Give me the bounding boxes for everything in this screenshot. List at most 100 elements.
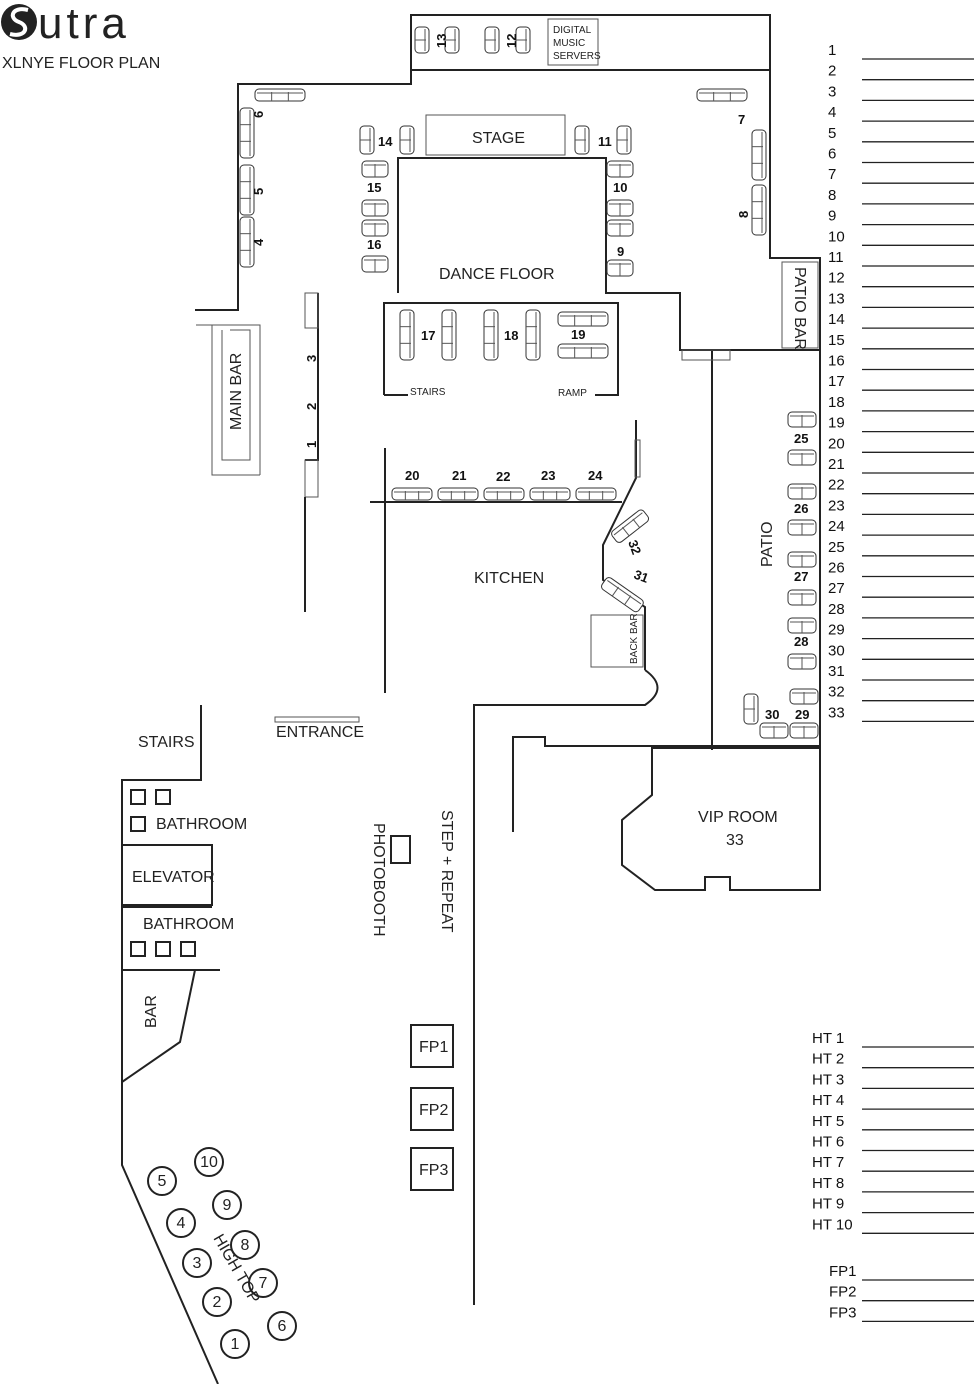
couch: [606, 160, 634, 178]
couch: [787, 617, 817, 634]
svg-text:9: 9: [828, 208, 836, 225]
couch: [254, 88, 306, 102]
couch: [696, 88, 748, 102]
couch: [759, 722, 789, 739]
couch: [359, 125, 375, 155]
ht-list-row: HT 4: [812, 1092, 974, 1110]
table-list-row: 30: [828, 642, 974, 660]
svg-text:HT 6: HT 6: [812, 1134, 844, 1151]
couch: [399, 309, 415, 361]
main-bar-station-1: 1: [304, 441, 319, 448]
high-top-5: 5: [147, 1166, 177, 1196]
label-entrance: ENTRANCE: [276, 724, 364, 741]
svg-text:5: 5: [828, 125, 836, 142]
svg-text:12: 12: [828, 270, 845, 287]
table-number-22: 22: [496, 469, 510, 484]
stage: [425, 114, 566, 156]
couch: [239, 107, 255, 159]
label-elevator: ELEVATOR: [132, 869, 215, 886]
svg-text:3: 3: [193, 1255, 202, 1272]
svg-text:HT 8: HT 8: [812, 1175, 844, 1192]
table-list-row: 17: [828, 373, 974, 391]
table-list-row: 2: [828, 63, 974, 81]
svg-text:14: 14: [828, 311, 845, 328]
page-subtitle: XLNYE FLOOR PLAN: [2, 55, 160, 72]
table-number-13: 13: [434, 34, 449, 48]
svg-text:9: 9: [223, 1197, 232, 1214]
label-vip-room: VIP ROOM: [698, 809, 778, 826]
table-number-19: 19: [571, 327, 585, 342]
svg-text:10: 10: [200, 1154, 218, 1171]
table-list-row: 28: [828, 601, 974, 619]
couch: [239, 216, 255, 268]
svg-text:33: 33: [828, 704, 845, 721]
svg-text:HT 9: HT 9: [812, 1196, 844, 1213]
table-list-row: 33: [828, 704, 974, 723]
svg-text:20: 20: [828, 435, 845, 452]
label-kitchen: KITCHEN: [474, 570, 544, 587]
couch: [575, 487, 617, 501]
high-top-10: 10: [194, 1147, 224, 1177]
couch: [437, 487, 479, 501]
couch: [787, 411, 817, 428]
couch: [361, 255, 389, 273]
sutra-logo: utra: [1, 0, 126, 48]
couch: [787, 551, 817, 568]
table-list-row: 6: [828, 146, 974, 164]
main-bar-station-3: 3: [304, 355, 319, 362]
couch: [787, 483, 817, 500]
fp-box-2: FP2: [410, 1087, 454, 1131]
walls: [121, 14, 821, 1384]
couch: [787, 519, 817, 536]
couch: [484, 26, 500, 54]
table-list-row: 20: [828, 435, 974, 453]
svg-text:5: 5: [158, 1173, 167, 1190]
couch: [616, 125, 632, 155]
fp-box-1: FP1: [410, 1024, 454, 1068]
table-number-4: 4: [251, 238, 266, 246]
ht-list-row: HT 1: [812, 1030, 974, 1048]
label-servers: SERVERS: [553, 51, 601, 62]
couch: [789, 688, 819, 705]
svg-text:2: 2: [828, 63, 836, 80]
svg-text:FP1: FP1: [419, 1039, 448, 1056]
couch: [391, 487, 433, 501]
table-list-row: 22: [828, 477, 974, 495]
assignment-lists: 1234567891011121314151617181920212223242…: [812, 42, 974, 1323]
table-number-16: 16: [367, 237, 381, 252]
svg-text:21: 21: [828, 456, 845, 473]
high-top-2: 2: [202, 1287, 232, 1317]
table-list-row: 10: [828, 228, 974, 246]
table-number-28: 28: [794, 634, 808, 649]
couch: [483, 309, 499, 361]
fp-list-row: FP3: [829, 1304, 974, 1323]
svg-text:29: 29: [828, 622, 845, 639]
couch: [787, 653, 817, 670]
svg-text:17: 17: [828, 373, 845, 390]
label-step-repeat: STEP + REPEAT: [438, 810, 455, 933]
couch: [483, 487, 525, 501]
couch: [606, 259, 634, 277]
svg-text:32: 32: [828, 684, 845, 701]
svg-text:FP3: FP3: [419, 1162, 448, 1179]
svg-text:HT 10: HT 10: [812, 1216, 853, 1233]
couch: [743, 693, 759, 725]
couch: [529, 487, 571, 501]
couch: [361, 160, 389, 178]
svg-text:23: 23: [828, 497, 845, 514]
table-number-30: 30: [765, 707, 779, 722]
svg-text:28: 28: [828, 601, 845, 618]
couch: [239, 164, 255, 216]
ht-list-row: HT 3: [812, 1071, 974, 1090]
table-list-row: 14: [828, 311, 974, 329]
table-number-10: 10: [613, 180, 627, 195]
svg-text:HT 2: HT 2: [812, 1051, 844, 1068]
svg-text:FP2: FP2: [829, 1284, 857, 1301]
table-number-23: 23: [541, 468, 555, 483]
svg-text:22: 22: [828, 477, 845, 494]
couch: [787, 449, 817, 466]
fp-list-row: FP1: [829, 1263, 974, 1281]
svg-text:30: 30: [828, 642, 845, 659]
svg-text:HT 7: HT 7: [812, 1154, 844, 1171]
table-list-row: 13: [828, 290, 974, 309]
